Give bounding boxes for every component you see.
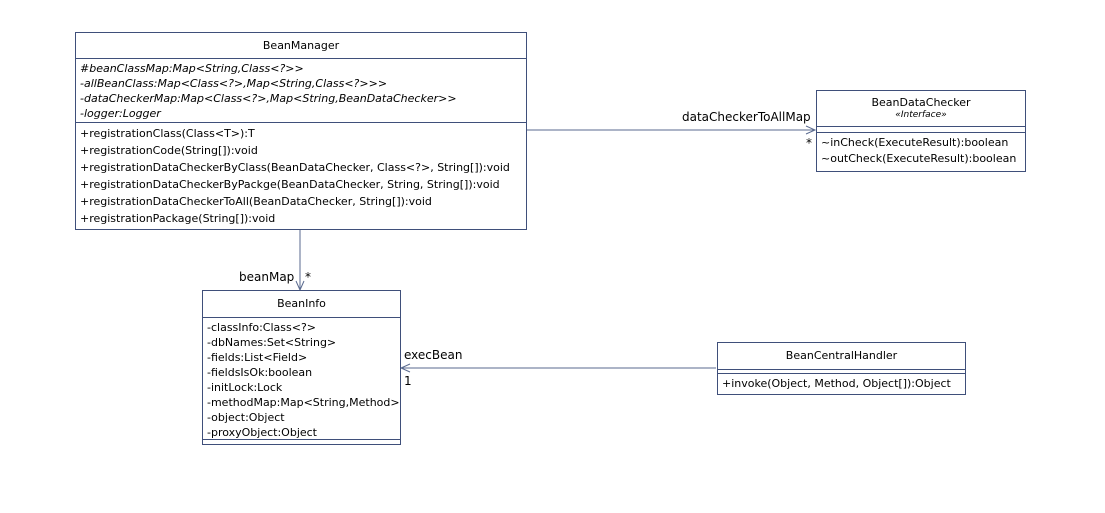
operation: ~inCheck(ExecuteResult):boolean — [821, 136, 1009, 149]
attribute: -dbNames:Set<String> — [207, 336, 337, 349]
class-name: BeanCentralHandler — [785, 349, 898, 362]
class-bean-central-handler[interactable]: BeanCentralHandler +invoke(Object, Metho… — [717, 342, 966, 395]
class-header: BeanDataChecker «Interface» — [817, 91, 1025, 127]
association-role-label: dataCheckerToAllMap — [682, 110, 811, 124]
open-arrowhead-exec-bean — [399, 363, 411, 373]
operations-section: +invoke(Object, Method, Object[]):Object — [718, 374, 965, 394]
class-bean-info[interactable]: BeanInfo -classInfo:Class<?> -dbNames:Se… — [202, 290, 401, 445]
association-role-label: execBean — [404, 348, 463, 362]
operation: +registrationPackage(String[]):void — [80, 212, 276, 225]
operation: +registrationDataCheckerToAll(BeanDataCh… — [80, 195, 432, 208]
attribute: #beanClassMap:Map<String,Class<?>> — [80, 62, 304, 75]
association-role-label: beanMap — [239, 270, 295, 284]
attribute: -fieldsIsOk:boolean — [207, 366, 313, 379]
attribute: -proxyObject:Object — [207, 426, 317, 439]
attribute: -methodMap:Map<String,Method> — [207, 396, 400, 409]
class-bean-data-checker[interactable]: BeanDataChecker «Interface» ~inCheck(Exe… — [816, 90, 1026, 172]
attribute: -initLock:Lock — [207, 381, 283, 394]
operations-section — [203, 440, 400, 445]
attributes-section: -classInfo:Class<?> -dbNames:Set<String>… — [203, 318, 400, 440]
operation: +registrationCode(String[]):void — [80, 144, 258, 157]
operation: +invoke(Object, Method, Object[]):Object — [722, 377, 951, 390]
attribute: -dataCheckerMap:Map<Class<?>,Map<String,… — [80, 92, 457, 105]
operations-section: +registrationClass(Class<T>):T +registra… — [76, 123, 526, 229]
operation: +registrationDataCheckerByClass(BeanData… — [80, 161, 510, 174]
open-arrowhead-data-checker — [805, 125, 817, 135]
attribute: -logger:Logger — [80, 107, 161, 120]
attributes-section — [817, 127, 1025, 133]
operation: ~outCheck(ExecuteResult):boolean — [821, 152, 1017, 165]
attributes-section: #beanClassMap:Map<String,Class<?>> -allB… — [76, 59, 526, 123]
operation: +registrationDataCheckerByPackge(BeanDat… — [80, 178, 500, 191]
class-bean-manager[interactable]: BeanManager #beanClassMap:Map<String,Cla… — [75, 32, 527, 230]
class-header: BeanManager — [76, 33, 526, 59]
stereotype-label: «Interface» — [895, 110, 947, 120]
operations-section: ~inCheck(ExecuteResult):boolean ~outChec… — [817, 133, 1025, 169]
class-name: BeanDataChecker — [871, 96, 971, 109]
attribute: -classInfo:Class<?> — [207, 321, 317, 334]
attribute: -allBeanClass:Map<Class<?>,Map<String,Cl… — [80, 77, 388, 90]
class-header: BeanInfo — [203, 291, 400, 318]
association-multiplicity-label: * — [305, 270, 311, 284]
operation: +registrationClass(Class<T>):T — [80, 127, 255, 140]
attributes-section — [718, 370, 965, 374]
class-name: BeanInfo — [277, 297, 326, 310]
attribute: -fields:List<Field> — [207, 351, 308, 364]
association-multiplicity-label: 1 — [404, 374, 412, 388]
class-name: BeanManager — [262, 39, 340, 52]
attribute: -object:Object — [207, 411, 285, 424]
class-header: BeanCentralHandler — [718, 343, 965, 370]
association-multiplicity-label: * — [806, 136, 812, 150]
